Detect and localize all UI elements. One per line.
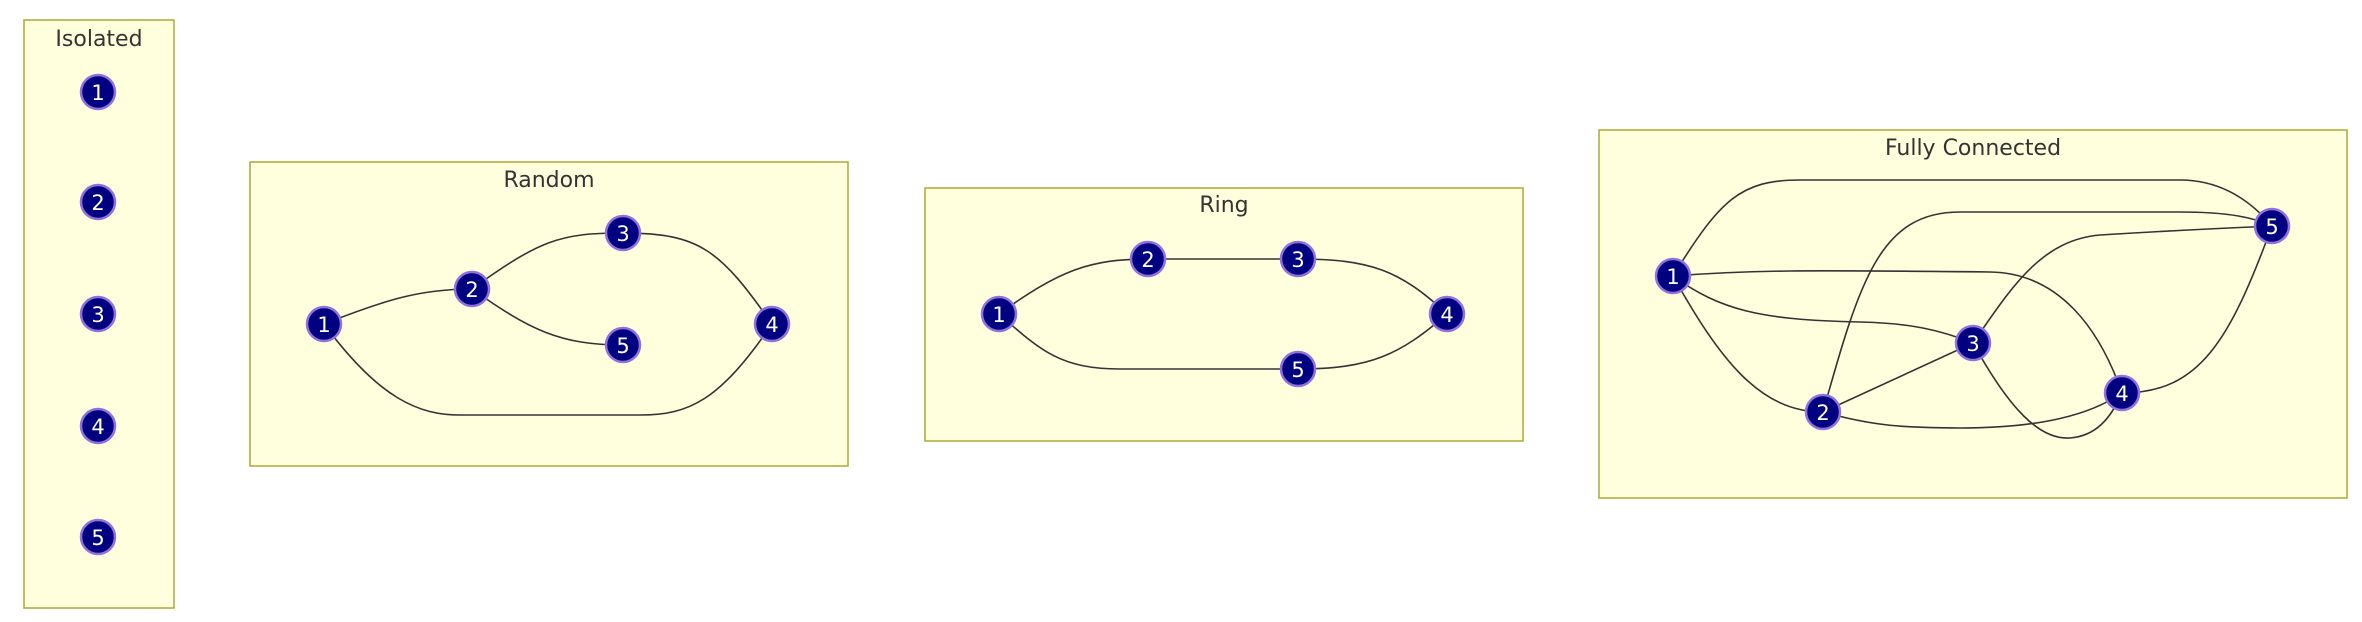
- node-label: 3: [1966, 332, 1979, 356]
- edge-fully-connected-2-4: [1822, 392, 2123, 429]
- edge-random-2-3: [471, 232, 624, 290]
- cluster-box-ring: [924, 187, 1524, 442]
- edges-layer: [323, 179, 2273, 439]
- node-ring-1: 1: [980, 295, 1018, 333]
- node-isolated-1: 1: [79, 73, 117, 111]
- node-fully-connected-2: 2: [1804, 393, 1842, 431]
- node-fully-connected-5: 5: [2253, 207, 2291, 245]
- clusters-layer: 1 2 3 4 5 1 2 3 4 5 1 2 3 4 5 1 2 3 4 5: [79, 73, 2291, 556]
- node-label: 5: [91, 526, 104, 550]
- cluster-random: 1 2 3 4 5: [305, 214, 791, 364]
- node-label: 5: [2265, 215, 2278, 239]
- node-circle: [1129, 240, 1167, 278]
- node-label: 2: [1816, 401, 1829, 425]
- node-circle: [980, 295, 1018, 333]
- node-label: 3: [91, 303, 104, 327]
- node-ring-4: 4: [1428, 295, 1466, 333]
- node-circle: [2253, 207, 2291, 245]
- edge-fully-connected-1-3: [1672, 275, 1974, 344]
- node-circle: [1954, 324, 1992, 362]
- node-label: 3: [616, 222, 629, 246]
- node-isolated-5: 5: [79, 518, 117, 556]
- node-circle: [1654, 257, 1692, 295]
- node-ring-2: 2: [1129, 240, 1167, 278]
- cluster-ring: 1 2 3 4 5: [980, 240, 1466, 388]
- node-fully-connected-1: 1: [1654, 257, 1692, 295]
- cluster-title-fully-connected: Fully Connected: [1885, 136, 2061, 161]
- node-label: 5: [616, 334, 629, 358]
- node-label: 4: [1440, 303, 1453, 327]
- node-circle: [1279, 240, 1317, 278]
- node-isolated-4: 4: [79, 407, 117, 445]
- node-circle: [453, 270, 491, 308]
- node-fully-connected-3: 3: [1954, 324, 1992, 362]
- node-label: 2: [91, 191, 104, 215]
- edge-fully-connected-2-3: [1822, 342, 1974, 413]
- node-circle: [79, 295, 117, 333]
- node-label: 1: [992, 303, 1005, 327]
- node-label: 1: [317, 313, 330, 337]
- node-random-1: 1: [305, 305, 343, 343]
- node-ring-3: 3: [1279, 240, 1317, 278]
- edge-ring-4-5: [1297, 313, 1448, 370]
- node-label: 3: [1291, 248, 1304, 272]
- cluster-fully-connected: 1 2 3 4 5: [1654, 207, 2291, 431]
- node-label: 1: [91, 81, 104, 105]
- edge-ring-5-1: [998, 313, 1298, 370]
- node-label: 2: [1141, 248, 1154, 272]
- edge-random-1-4: [323, 323, 773, 416]
- node-circle: [79, 183, 117, 221]
- node-circle: [79, 518, 117, 556]
- edge-fully-connected-1-4: [1672, 270, 2123, 394]
- node-fully-connected-4: 4: [2103, 374, 2141, 412]
- edge-ring-1-2: [998, 258, 1149, 315]
- node-isolated-2: 2: [79, 183, 117, 221]
- edge-fully-connected-3-5: [1972, 225, 2273, 344]
- node-circle: [1428, 295, 1466, 333]
- node-circle: [604, 326, 642, 364]
- node-label: 4: [2115, 382, 2128, 406]
- node-circle: [79, 73, 117, 111]
- node-label: 4: [91, 415, 104, 439]
- edge-fully-connected-3-4: [1972, 342, 2123, 439]
- cluster-isolated: 1 2 3 4 5: [79, 73, 117, 556]
- node-circle: [604, 214, 642, 252]
- edge-random-2-5: [471, 288, 624, 346]
- node-circle: [305, 305, 343, 343]
- edge-fully-connected-1-5: [1672, 179, 2273, 277]
- cluster-title-ring: Ring: [1199, 193, 1248, 218]
- node-random-4: 4: [753, 305, 791, 343]
- node-label: 5: [1291, 358, 1304, 382]
- node-circle: [79, 407, 117, 445]
- node-ring-5: 5: [1279, 350, 1317, 388]
- edge-fully-connected-1-2: [1672, 275, 1824, 413]
- node-circle: [2103, 374, 2141, 412]
- node-random-5: 5: [604, 326, 642, 364]
- edge-random-3-4: [622, 232, 773, 325]
- cluster-title-isolated: Isolated: [55, 27, 142, 52]
- node-random-3: 3: [604, 214, 642, 252]
- edge-fully-connected-4-5: [2121, 225, 2273, 394]
- node-label: 4: [765, 313, 778, 337]
- node-random-2: 2: [453, 270, 491, 308]
- cluster-title-random: Random: [503, 168, 594, 193]
- node-label: 1: [1666, 265, 1679, 289]
- edge-ring-3-4: [1297, 258, 1448, 315]
- cluster-box-fully-connected: [1598, 129, 2348, 499]
- node-circle: [753, 305, 791, 343]
- node-label: 2: [465, 278, 478, 302]
- node-circle: [1279, 350, 1317, 388]
- node-circle: [1804, 393, 1842, 431]
- node-isolated-3: 3: [79, 295, 117, 333]
- edge-fully-connected-2-5: [1822, 211, 2273, 413]
